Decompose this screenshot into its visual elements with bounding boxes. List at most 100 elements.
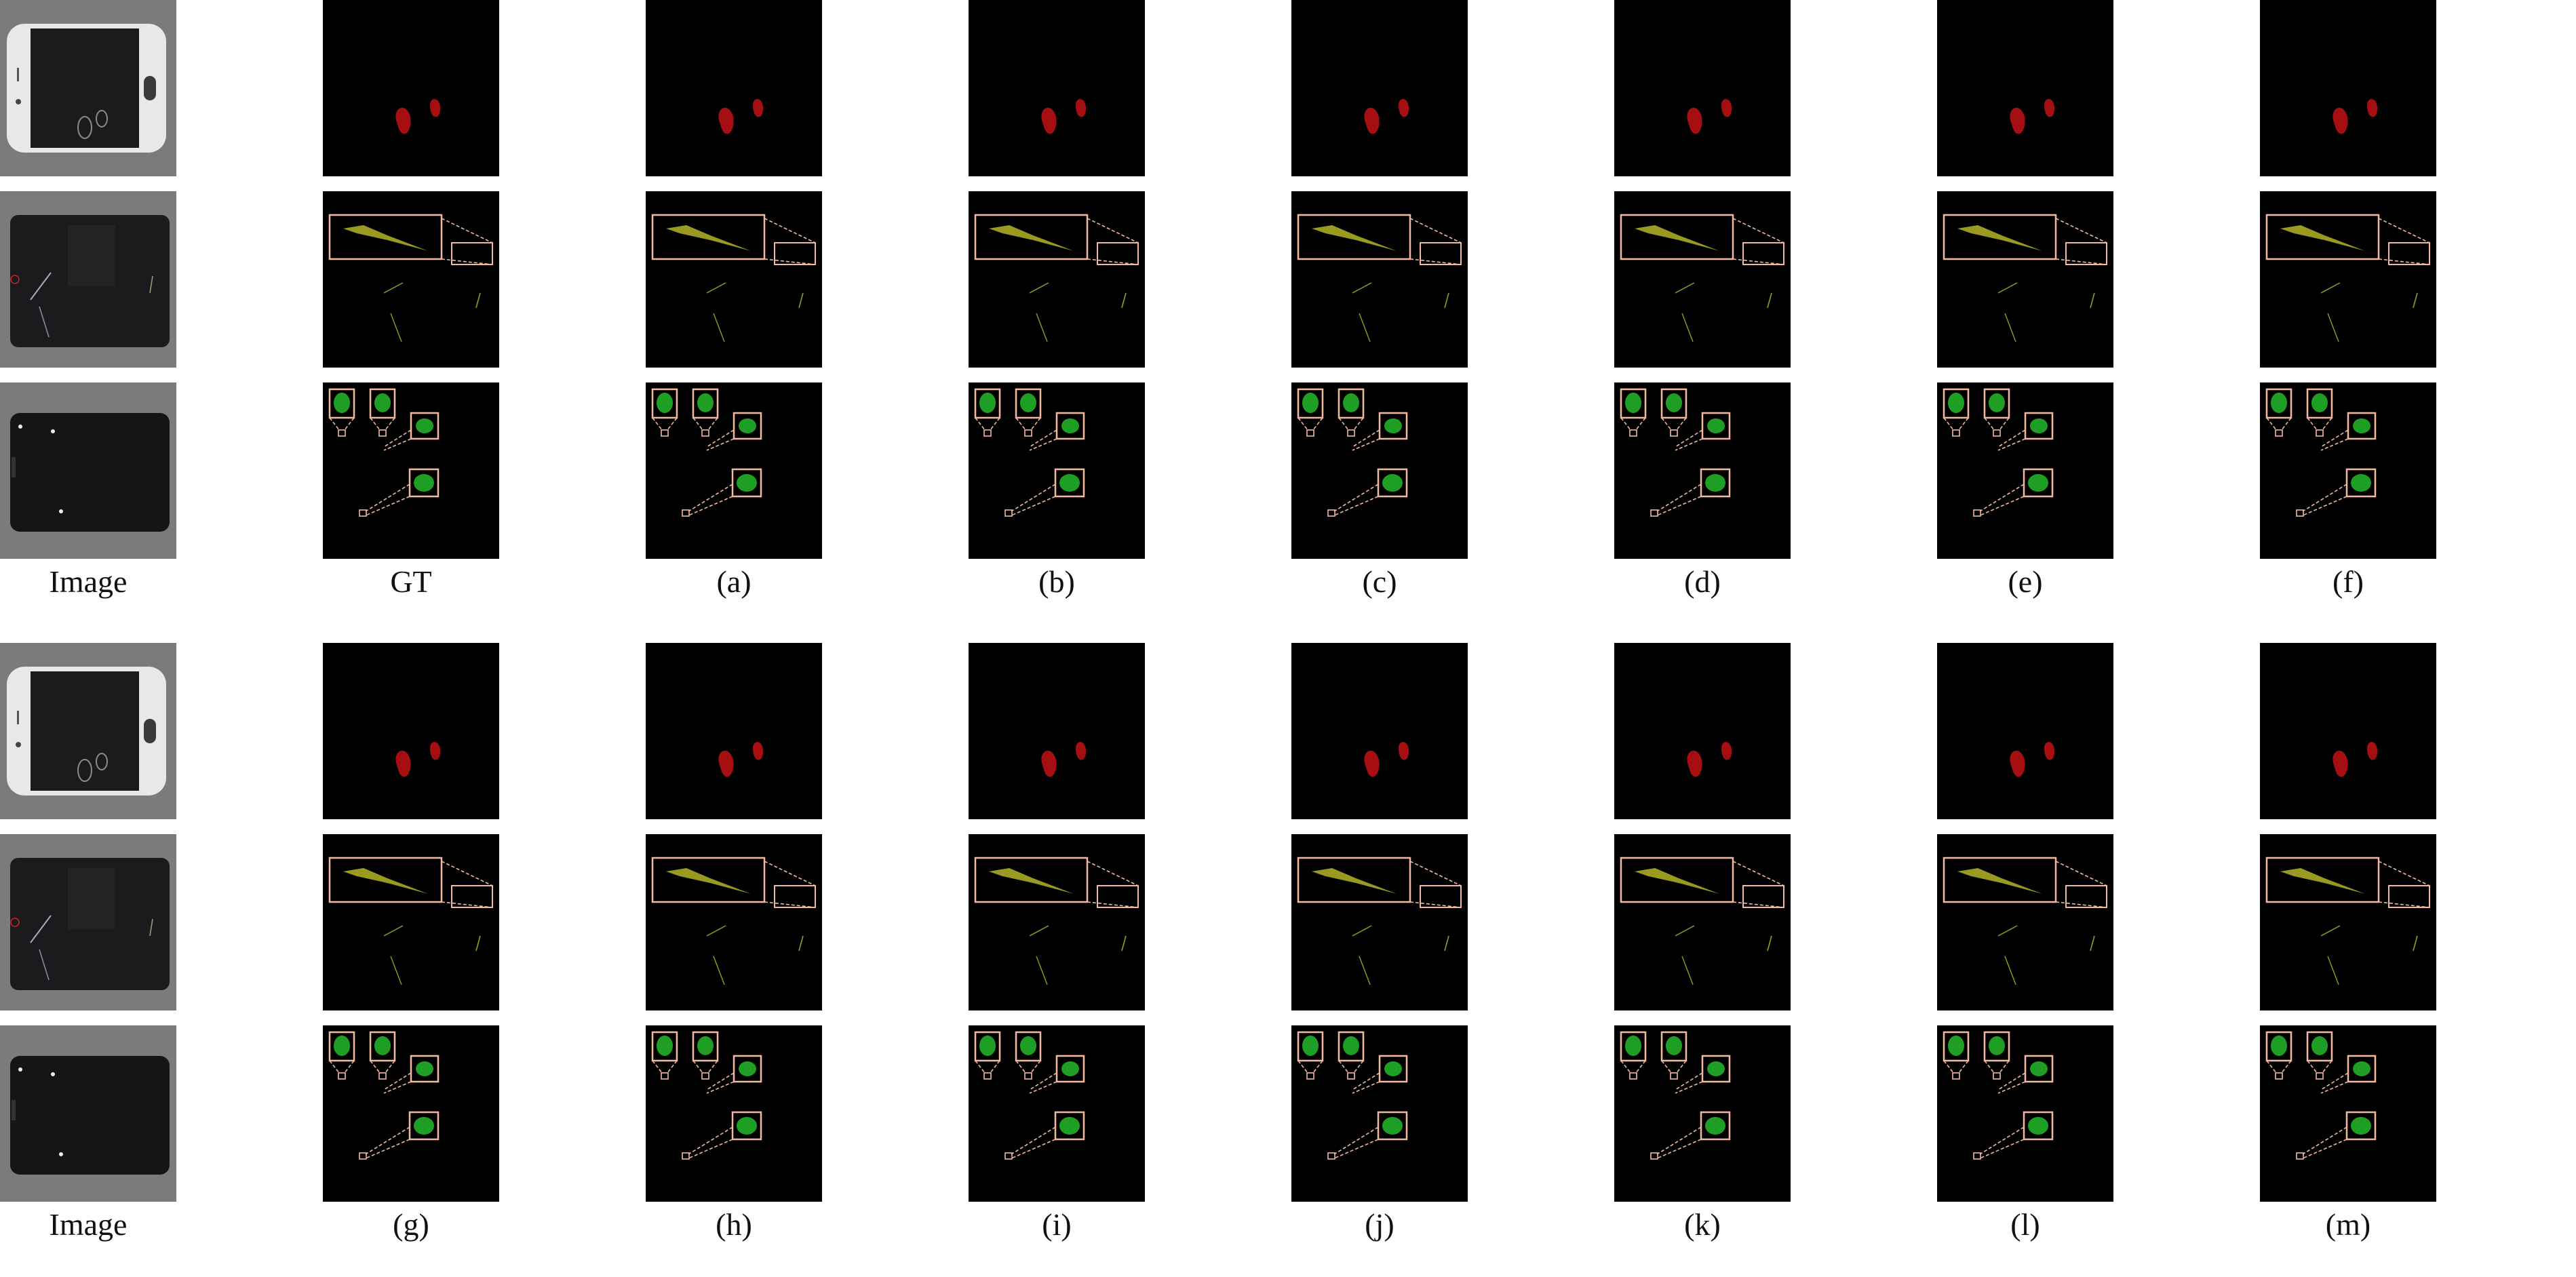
caption-bottom-1: (g)	[393, 1207, 429, 1242]
mask-image	[2260, 0, 2436, 176]
zoom-box	[1297, 388, 1324, 437]
mask-image	[646, 191, 822, 368]
zoom-box	[974, 1031, 1001, 1080]
mask-image	[323, 834, 499, 1010]
segmentation-mask-oil	[323, 643, 499, 819]
phone-photo	[0, 382, 176, 559]
segmentation-mask-oil	[646, 0, 822, 176]
segmentation-mask-scratch	[323, 834, 499, 1010]
mask-image	[1937, 191, 2113, 368]
mask-image	[1614, 191, 1791, 368]
zoom-box	[1297, 1031, 1324, 1080]
input-photo-oil	[0, 643, 176, 819]
mask-image	[323, 0, 499, 176]
segmentation-mask-stain	[646, 382, 822, 559]
zoom-box	[1620, 388, 1647, 437]
mask-image	[1614, 1025, 1791, 1202]
zoom-box	[2265, 388, 2292, 437]
mask-image	[1937, 834, 2113, 1010]
caption-bottom-0: Image	[49, 1207, 128, 1242]
segmentation-mask-oil	[1291, 0, 1468, 176]
segmentation-mask-oil	[2260, 0, 2436, 176]
mask-image	[323, 191, 499, 368]
segmentation-mask-scratch	[969, 191, 1145, 368]
caption-top-5: (d)	[1684, 564, 1721, 599]
caption-top-3: (b)	[1038, 564, 1075, 599]
mask-image	[646, 834, 822, 1010]
zoom-box	[369, 1031, 396, 1080]
caption-bottom-5: (k)	[1684, 1207, 1721, 1242]
segmentation-mask-stain	[646, 1025, 822, 1202]
mask-image	[2260, 643, 2436, 819]
segmentation-mask-stain	[2260, 382, 2436, 559]
caption-top-7: (f)	[2333, 564, 2364, 599]
segmentation-mask-scratch	[646, 191, 822, 368]
segmentation-mask-scratch	[1291, 191, 1468, 368]
segmentation-mask-stain	[969, 1025, 1145, 1202]
zoom-box	[1015, 388, 1042, 437]
segmentation-mask-oil	[1614, 0, 1791, 176]
input-photo-oil	[0, 0, 176, 176]
segmentation-mask-scratch	[1937, 191, 2113, 368]
mask-image	[1614, 834, 1791, 1010]
segmentation-mask-scratch	[1614, 834, 1791, 1010]
mask-image	[646, 0, 822, 176]
segmentation-mask-scratch	[1937, 834, 2113, 1010]
mask-image	[1937, 382, 2113, 559]
zoom-box	[2306, 1031, 2333, 1080]
mask-image	[1614, 382, 1791, 559]
zoom-box	[651, 1031, 678, 1080]
segmentation-mask-scratch	[969, 834, 1145, 1010]
zoom-box	[1338, 1031, 1365, 1080]
mask-image	[2260, 191, 2436, 368]
segmentation-mask-scratch	[1614, 191, 1791, 368]
segmentation-mask-stain	[2260, 1025, 2436, 1202]
segmentation-mask-stain	[1614, 1025, 1791, 1202]
caption-bottom-2: (h)	[716, 1207, 752, 1242]
mask-image	[1937, 1025, 2113, 1202]
caption-top-6: (e)	[2008, 564, 2043, 599]
caption-bottom-3: (i)	[1042, 1207, 1072, 1242]
caption-bottom-4: (j)	[1365, 1207, 1394, 1242]
mask-image	[969, 0, 1145, 176]
mask-image	[323, 382, 499, 559]
segmentation-mask-stain	[1937, 1025, 2113, 1202]
segmentation-mask-oil	[1937, 643, 2113, 819]
zoom-box	[1660, 1031, 1687, 1080]
mask-image	[1614, 0, 1791, 176]
segmentation-mask-scratch	[2260, 191, 2436, 368]
phone-photo	[0, 191, 176, 368]
segmentation-mask-stain	[1291, 382, 1468, 559]
segmentation-mask-scratch	[2260, 834, 2436, 1010]
mask-image	[1291, 382, 1468, 559]
segmentation-mask-oil	[969, 0, 1145, 176]
segmentation-mask-stain	[323, 1025, 499, 1202]
mask-image	[1291, 191, 1468, 368]
zoom-box	[328, 388, 355, 437]
zoom-box	[1338, 388, 1365, 437]
segmentation-mask-oil	[2260, 643, 2436, 819]
mask-image	[1291, 0, 1468, 176]
segmentation-mask-oil	[1291, 643, 1468, 819]
zoom-box	[1983, 388, 2010, 437]
mask-image	[1291, 643, 1468, 819]
segmentation-mask-scratch	[646, 834, 822, 1010]
segmentation-mask-scratch	[323, 191, 499, 368]
segmentation-mask-scratch	[1291, 834, 1468, 1010]
caption-top-1: GT	[390, 564, 432, 599]
mask-image	[2260, 1025, 2436, 1202]
mask-image	[1937, 643, 2113, 819]
mask-image	[969, 1025, 1145, 1202]
phone-photo	[0, 1025, 176, 1202]
zoom-box	[974, 388, 1001, 437]
segmentation-mask-oil	[969, 643, 1145, 819]
zoom-box	[2265, 1031, 2292, 1080]
mask-image	[969, 834, 1145, 1010]
mask-image	[646, 382, 822, 559]
zoom-box	[369, 388, 396, 437]
zoom-box	[1983, 1031, 2010, 1080]
input-photo-scratch	[0, 834, 176, 1010]
mask-image	[646, 643, 822, 819]
segmentation-mask-oil	[323, 0, 499, 176]
mask-image	[323, 643, 499, 819]
